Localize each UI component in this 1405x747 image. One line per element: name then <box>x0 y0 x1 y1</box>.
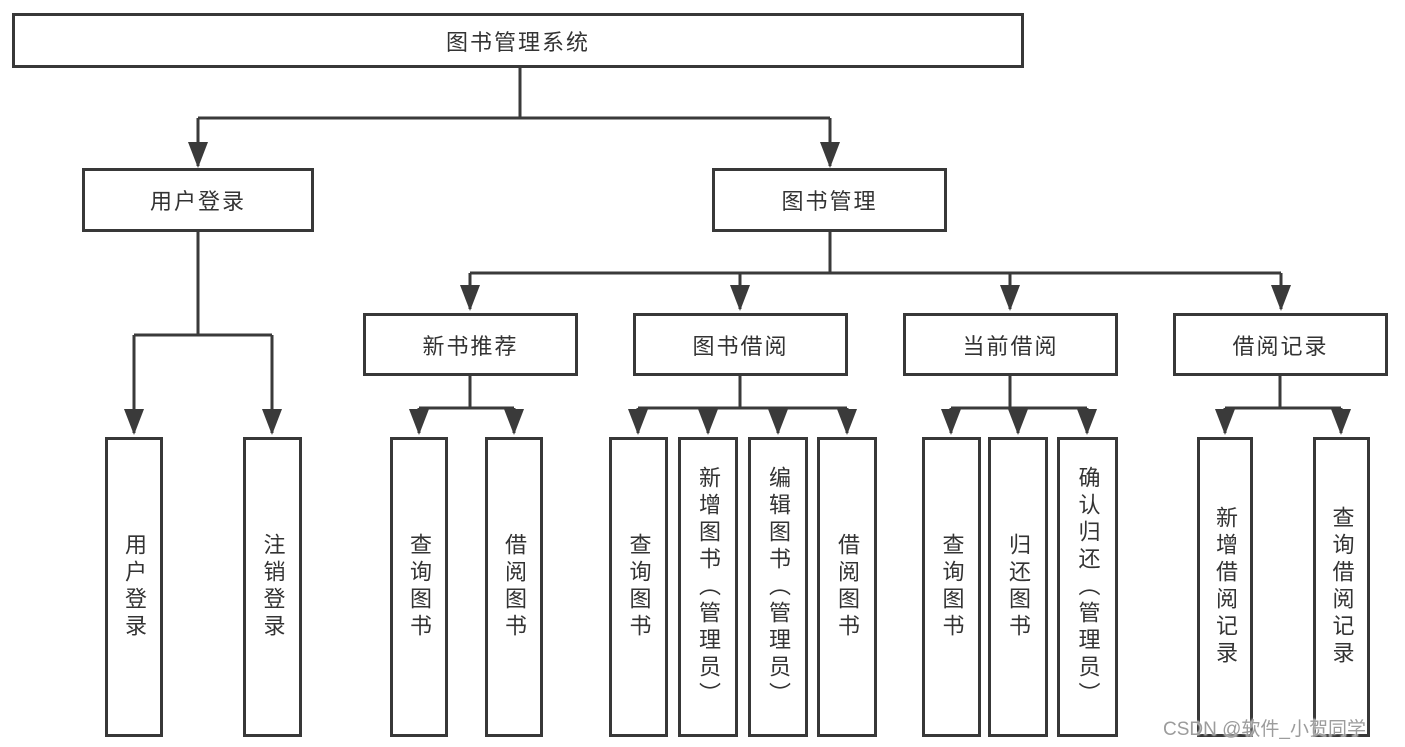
node-leaf-cb-return-book-label: 归还图书 <box>1006 533 1031 641</box>
node-leaf-bb-query-book-label: 查询图书 <box>626 533 652 641</box>
node-leaf-cb-query-book-label: 查询图书 <box>939 533 965 641</box>
node-leaf-user-login-label: 用户登录 <box>122 533 147 641</box>
node-leaf-logout: 注销登录 <box>243 437 302 737</box>
node-leaf-bb-borrow-book: 借阅图书 <box>817 437 877 737</box>
node-user-login: 用户登录 <box>82 168 314 232</box>
node-leaf-nb-borrow-book: 借阅图书 <box>485 437 543 737</box>
node-root-label: 图书管理系统 <box>445 29 590 55</box>
node-new-book-recommend-label: 新书推荐 <box>422 333 519 359</box>
csdn-watermark: CSDN @软件_小贺同学 <box>1163 719 1366 740</box>
node-user-login-label: 用户登录 <box>149 189 246 214</box>
node-book-mgmt: 图书管理 <box>712 168 947 232</box>
node-book-mgmt-label: 图书管理 <box>781 189 878 214</box>
node-leaf-cb-query-book: 查询图书 <box>922 437 981 737</box>
node-borrow-record: 借阅记录 <box>1173 313 1388 376</box>
node-leaf-bb-add-book: 新增图书（管理员） <box>678 437 738 737</box>
node-leaf-br-add-record-label: 新增借阅记录 <box>1213 506 1238 668</box>
node-leaf-br-query-record-label: 查询借阅记录 <box>1329 506 1355 668</box>
node-book-borrow: 图书借阅 <box>633 313 848 376</box>
node-leaf-br-query-record: 查询借阅记录 <box>1313 437 1370 737</box>
node-leaf-bb-add-book-label: 新增图书（管理员） <box>696 465 721 709</box>
node-new-book-recommend: 新书推荐 <box>363 313 578 376</box>
node-leaf-bb-edit-book: 编辑图书（管理员） <box>748 437 808 737</box>
node-leaf-nb-query-book-label: 查询图书 <box>407 533 432 641</box>
node-leaf-cb-return-book: 归还图书 <box>988 437 1048 737</box>
node-current-borrow-label: 当前借阅 <box>962 333 1059 359</box>
node-book-borrow-label: 图书借阅 <box>692 333 789 359</box>
node-leaf-bb-edit-book-label: 编辑图书（管理员） <box>766 465 791 709</box>
node-leaf-nb-query-book: 查询图书 <box>390 437 448 737</box>
node-leaf-cb-confirm-return-label: 确认归还（管理员） <box>1075 465 1101 709</box>
node-leaf-bb-query-book: 查询图书 <box>609 437 668 737</box>
node-leaf-br-add-record: 新增借阅记录 <box>1197 437 1253 737</box>
node-leaf-user-login: 用户登录 <box>105 437 163 737</box>
node-current-borrow: 当前借阅 <box>903 313 1118 376</box>
node-root: 图书管理系统 <box>12 13 1024 68</box>
node-leaf-cb-confirm-return: 确认归还（管理员） <box>1057 437 1118 737</box>
node-leaf-nb-borrow-book-label: 借阅图书 <box>502 533 527 641</box>
node-borrow-record-label: 借阅记录 <box>1232 333 1329 359</box>
node-leaf-bb-borrow-book-label: 借阅图书 <box>835 533 860 641</box>
node-leaf-logout-label: 注销登录 <box>260 533 286 641</box>
